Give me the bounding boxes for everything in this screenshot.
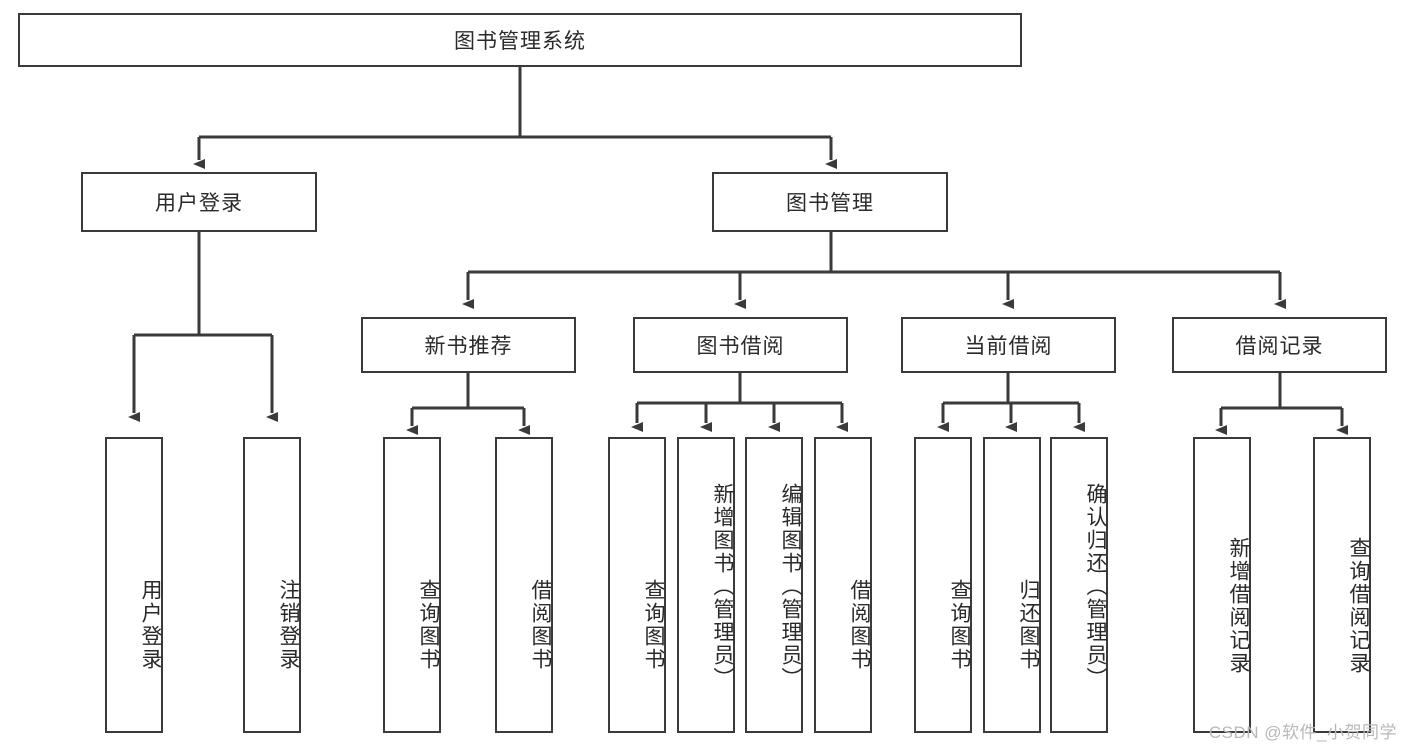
leaf-new-book-borrow[interactable]: 借阅图书: [495, 437, 553, 733]
node-book-management-label: 图书管理: [786, 192, 874, 215]
leaf-label: 用户登录: [139, 579, 162, 671]
leaf-record-add-record[interactable]: 新增借阅记录: [1193, 437, 1251, 733]
node-user-login[interactable]: 用户登录: [81, 172, 317, 232]
node-book-borrow-label: 图书借阅: [696, 335, 785, 358]
node-user-login-label: 用户登录: [155, 192, 243, 215]
leaf-label: 注销登录: [277, 579, 300, 671]
leaf-label: 查询图书: [417, 579, 440, 671]
leaf-label: 查询图书: [948, 579, 971, 671]
csdn-watermark: CSDN @软件_小贺同学: [1208, 723, 1397, 742]
leaf-borrow-add-book-admin[interactable]: 新增图书（管理员）: [677, 437, 735, 733]
leaf-label: 归还图书: [1017, 579, 1040, 671]
leaf-label: 新增图书（管理员）: [711, 483, 734, 690]
node-new-book-recommend[interactable]: 新书推荐: [361, 317, 576, 373]
node-current-borrow-label: 当前借阅: [964, 335, 1053, 358]
node-borrow-record[interactable]: 借阅记录: [1172, 317, 1387, 373]
leaf-record-query-record[interactable]: 查询借阅记录: [1313, 437, 1371, 733]
leaf-current-query-book[interactable]: 查询图书: [914, 437, 972, 733]
leaf-current-return-book[interactable]: 归还图书: [983, 437, 1041, 733]
leaf-label: 查询借阅记录: [1347, 537, 1370, 675]
node-book-management[interactable]: 图书管理: [712, 172, 948, 232]
node-borrow-record-label: 借阅记录: [1235, 335, 1324, 358]
leaf-label: 确认归还（管理员）: [1084, 483, 1107, 690]
leaf-label: 借阅图书: [848, 579, 871, 671]
leaf-label: 新增借阅记录: [1227, 537, 1250, 675]
leaf-user-login-login[interactable]: 用户登录: [105, 437, 163, 733]
leaf-user-login-logout[interactable]: 注销登录: [243, 437, 301, 733]
node-root-label: 图书管理系统: [454, 30, 586, 53]
leaf-label: 编辑图书（管理员）: [779, 483, 802, 690]
leaf-borrow-query-book[interactable]: 查询图书: [608, 437, 666, 733]
leaf-current-confirm-return-admin[interactable]: 确认归还（管理员）: [1050, 437, 1108, 733]
node-root[interactable]: 图书管理系统: [18, 13, 1022, 67]
leaf-borrow-edit-book-admin[interactable]: 编辑图书（管理员）: [745, 437, 803, 733]
leaf-borrow-borrow-book[interactable]: 借阅图书: [814, 437, 872, 733]
leaf-label: 查询图书: [642, 579, 665, 671]
node-current-borrow[interactable]: 当前借阅: [901, 317, 1116, 373]
leaf-label: 借阅图书: [529, 579, 552, 671]
leaf-new-book-query[interactable]: 查询图书: [383, 437, 441, 733]
node-new-book-recommend-label: 新书推荐: [424, 335, 513, 358]
node-book-borrow[interactable]: 图书借阅: [633, 317, 848, 373]
